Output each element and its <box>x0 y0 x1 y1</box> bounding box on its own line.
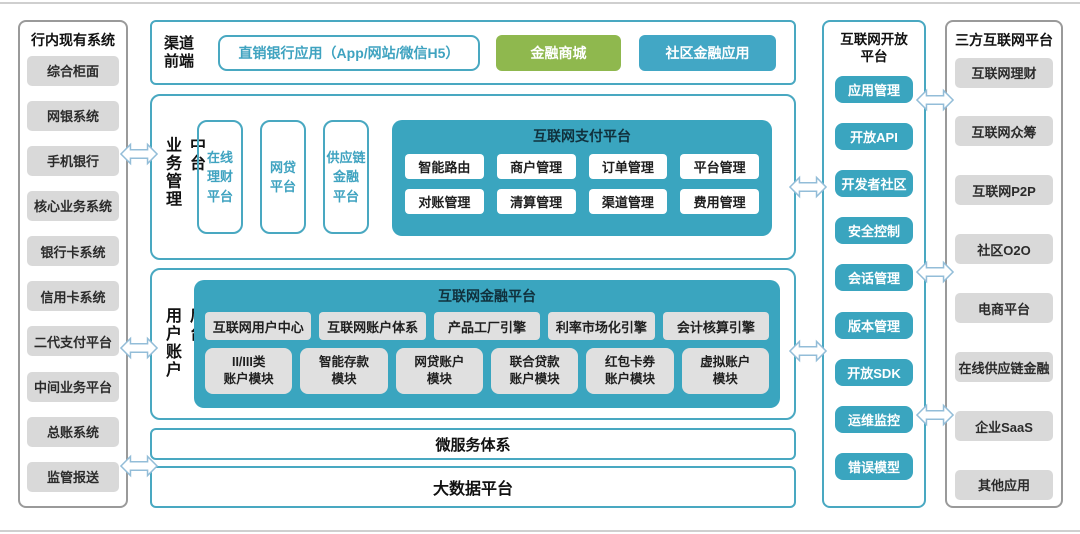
list-item: 核心业务系统 <box>27 190 119 221</box>
list-item: 会话管理 <box>835 264 913 292</box>
internet-finance-platform: 互联网金融平台 互联网用户中心 互联网账户体系 产品工厂引擎 利率市场化引擎 会… <box>194 280 780 408</box>
module-item: 商户管理 <box>496 154 576 179</box>
list-item: 手机银行 <box>27 145 119 176</box>
list-item: 开放SDK <box>835 358 913 386</box>
module-item: 红包卡券 账户模块 <box>586 348 674 394</box>
internet-payment-platform-title: 互联网支付平台 <box>533 128 631 144</box>
list-item: 安全控制 <box>835 217 913 245</box>
list-item: 应用管理 <box>835 75 913 103</box>
module-item: 会计核算引擎 <box>662 312 770 340</box>
list-item: 银行卡系统 <box>27 236 119 267</box>
list-item: 企业SaaS <box>955 411 1053 442</box>
list-item: 信用卡系统 <box>27 281 119 312</box>
list-item: 错误模型 <box>835 453 913 480</box>
module-item: 智能路由 <box>405 154 484 179</box>
module-item: 产品工厂引擎 <box>433 312 541 340</box>
bidirectional-arrow-icon <box>916 403 954 427</box>
bidirectional-arrow-icon <box>789 339 827 363</box>
bidirectional-arrow-icon <box>789 175 827 199</box>
finance-mall: 金融商城 <box>496 34 621 71</box>
module-item: 智能存款 模块 <box>300 348 388 394</box>
open-platform-list: 应用管理 开放API 开发者社区 安全控制 会话管理 版本管理 开放SDK 运维… <box>835 75 913 480</box>
module-item: 利率市场化引擎 <box>548 312 655 340</box>
module-item: 费用管理 <box>680 189 759 214</box>
list-item: 监管报送 <box>27 461 119 492</box>
module-item: 互联网账户体系 <box>319 312 426 340</box>
list-item: 综合柜面 <box>27 55 119 86</box>
user-account-backend-section: 用户账户后台 互联网金融平台 互联网用户中心 互联网账户体系 产品工厂引擎 利率… <box>150 268 796 420</box>
module-item: 互联网用户中心 <box>205 312 312 340</box>
list-item: 总账系统 <box>27 416 119 447</box>
list-item: 版本管理 <box>835 311 913 339</box>
microservice-bar: 微服务体系 <box>150 428 796 460</box>
list-item: 网银系统 <box>27 100 119 131</box>
list-item: 运维监控 <box>835 405 913 433</box>
open-platform-panel: 互联网开放 平台 应用管理 开放API 开发者社区 安全控制 会话管理 版本管理… <box>822 20 926 508</box>
module-item: 联合贷款 账户模块 <box>490 348 579 394</box>
list-item: 开发者社区 <box>835 170 913 198</box>
list-item: 社区O2O <box>955 234 1053 265</box>
module-item: 平台管理 <box>680 154 759 179</box>
list-item: 中间业务平台 <box>27 371 119 402</box>
list-item: 互联网众筹 <box>955 116 1053 147</box>
third-party-panel: 三方互联网平台 互联网理财 互联网众筹 互联网P2P 社区O2O 电商平台 在线… <box>945 20 1063 508</box>
finance-platform-row2: II/III类 账户模块 智能存款 模块 网贷账户 模块 联合贷款 账户模块 红… <box>194 348 780 394</box>
top-divider <box>0 2 1080 4</box>
module-item: 渠道管理 <box>588 189 668 214</box>
bidirectional-arrow-icon <box>916 260 954 284</box>
bidirectional-arrow-icon <box>120 142 158 166</box>
finance-platform-row1: 互联网用户中心 互联网账户体系 产品工厂引擎 利率市场化引擎 会计核算引擎 <box>194 312 780 340</box>
bidirectional-arrow-icon <box>120 336 158 360</box>
module-item: 网贷账户 模块 <box>395 348 483 394</box>
internet-payment-platform: 互联网支付平台 智能路由 商户管理 订单管理 平台管理 对账管理 清算管理 渠道… <box>392 120 772 236</box>
business-middle-platform-label: 业务管理中台 <box>163 136 204 209</box>
business-pillars: 在线 理财 平台 网贷 平台 供应链 金融 平台 <box>197 120 369 234</box>
list-item: 电商平台 <box>955 293 1053 324</box>
module-item: 虚拟账户 模块 <box>681 348 769 394</box>
list-item: 互联网P2P <box>955 175 1053 206</box>
existing-systems-list: 综合柜面 网银系统 手机银行 核心业务系统 银行卡系统 信用卡系统 二代支付平台… <box>27 55 119 493</box>
bottom-divider <box>0 530 1080 532</box>
channel-frontend-label: 渠道 前端 <box>164 34 195 70</box>
module-item: 清算管理 <box>496 189 576 214</box>
supply-chain-finance-platform: 供应链 金融 平台 <box>323 120 369 234</box>
third-party-list: 互联网理财 互联网众筹 互联网P2P 社区O2O 电商平台 在线供应链金融 企业… <box>955 57 1053 501</box>
online-wealth-platform: 在线 理财 平台 <box>197 120 243 234</box>
module-item: 对账管理 <box>405 189 484 214</box>
existing-systems-title: 行内现有系统 <box>31 32 115 48</box>
module-item: II/III类 账户模块 <box>205 348 293 394</box>
bidirectional-arrow-icon <box>120 454 158 478</box>
business-middle-platform-section: 业务管理中台 在线 理财 平台 网贷 平台 供应链 金融 平台 互联网支付平台 … <box>150 94 796 260</box>
module-item: 订单管理 <box>588 154 668 179</box>
payment-modules-grid: 智能路由 商户管理 订单管理 平台管理 对账管理 清算管理 渠道管理 费用管理 <box>392 154 772 214</box>
internet-finance-platform-title: 互联网金融平台 <box>438 288 536 304</box>
third-party-title: 三方互联网平台 <box>955 32 1053 48</box>
list-item: 二代支付平台 <box>27 326 119 357</box>
list-item: 互联网理财 <box>955 57 1053 88</box>
list-item: 在线供应链金融 <box>955 352 1053 383</box>
community-finance-app: 社区金融应用 <box>639 34 776 71</box>
channel-frontend-section: 渠道 前端 直销银行应用（App/网站/微信H5） 金融商城 社区金融应用 <box>150 20 796 85</box>
list-item: 开放API <box>835 122 913 150</box>
direct-bank-app: 直销银行应用（App/网站/微信H5） <box>218 34 480 71</box>
existing-systems-panel: 行内现有系统 综合柜面 网银系统 手机银行 核心业务系统 银行卡系统 信用卡系统… <box>18 20 128 508</box>
bidirectional-arrow-icon <box>916 88 954 112</box>
bigdata-bar: 大数据平台 <box>150 466 796 508</box>
list-item: 其他应用 <box>955 469 1053 500</box>
online-loan-platform: 网贷 平台 <box>260 120 306 234</box>
open-platform-title: 互联网开放 平台 <box>840 32 908 64</box>
